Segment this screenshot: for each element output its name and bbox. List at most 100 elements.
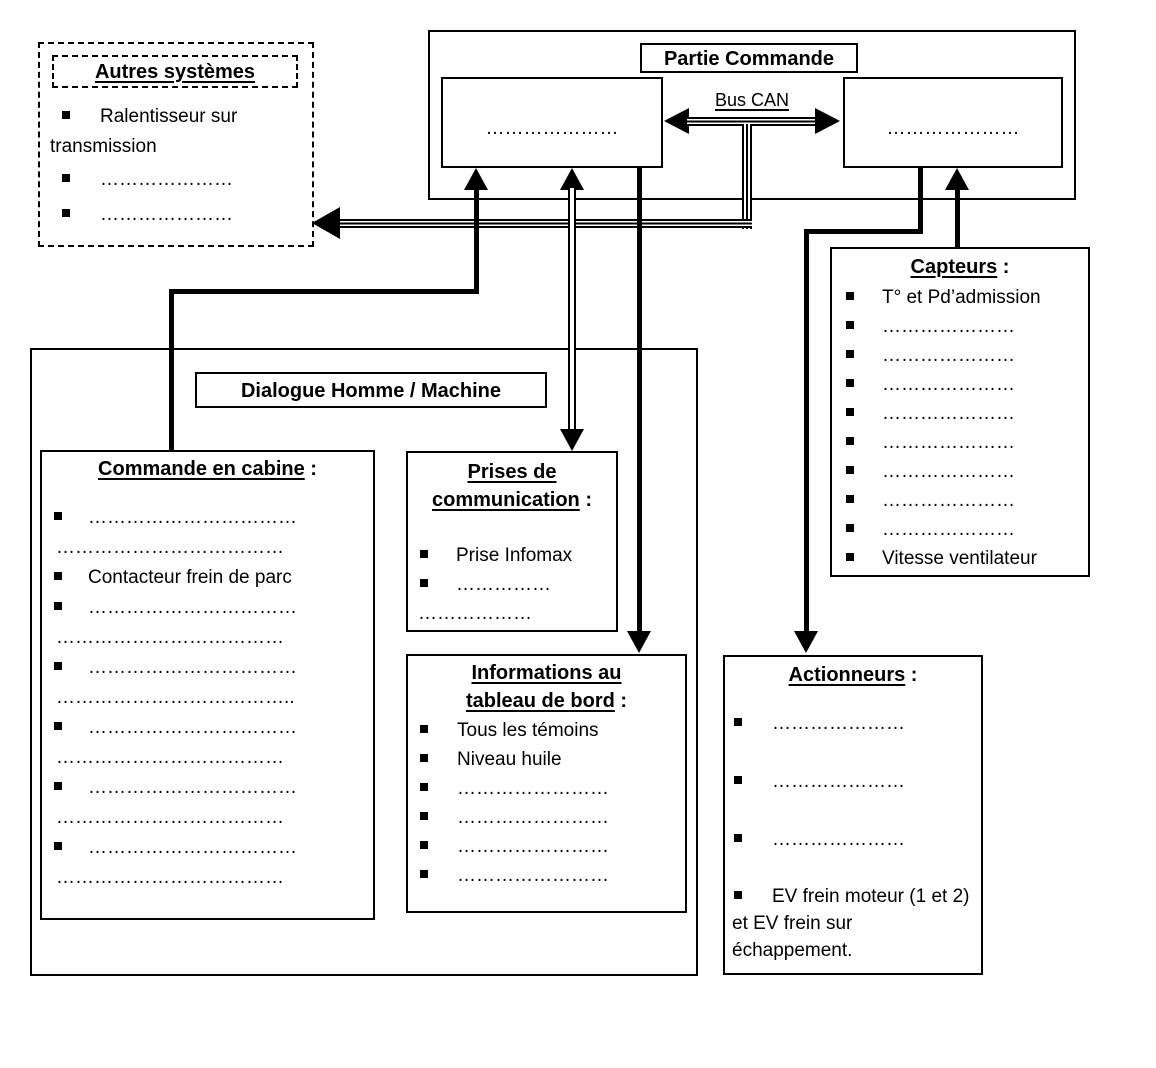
arrow-to-autres-shaft (338, 219, 752, 228)
bullet-square-icon (846, 466, 854, 475)
bullet-square-icon (54, 662, 62, 671)
bullet-square-icon (846, 553, 854, 562)
list-item: T° et Pd’admission (832, 283, 1088, 312)
list-item: ……………………………… (56, 537, 284, 558)
list-item: Contacteur frein de parc (42, 563, 373, 593)
actionneurs-title: Actionneurs : (788, 664, 918, 686)
dialogue-homme-machine-title-box: Dialogue Homme / Machine (195, 372, 547, 408)
list-item: ……………… (418, 603, 532, 624)
arrowhead-down-icon (794, 631, 818, 653)
actionneurs-box: Actionneurs : ………………… ………………… ………………… EV… (723, 655, 983, 975)
bullet-square-icon (54, 572, 62, 581)
partie-commande-title: Partie Commande (663, 48, 835, 70)
list-item: Prise Infomax (408, 541, 616, 570)
bullet-square-icon (54, 512, 62, 521)
bullet-square-icon (734, 718, 742, 727)
list-item: ……………………………… (56, 747, 284, 768)
list-item: ………………… (832, 457, 1088, 486)
arrowhead-up-icon (560, 168, 584, 190)
ecu-right-dots: ………………… (886, 117, 1020, 139)
ecu-left-dots: ………………… (485, 117, 619, 139)
list-item: Vitesse ventilateur (832, 544, 1088, 573)
list-item: …………………………… (42, 593, 373, 623)
list-item: …………………………… (42, 653, 373, 683)
list-item: Tous les témoins (408, 716, 685, 745)
commande-en-cabine-box: Commande en cabine : …………………………… …………………… (40, 450, 375, 920)
list-item-text: Ralentisseur sur transmission (50, 106, 238, 157)
bus-can-tee-vertical (742, 124, 752, 229)
bullet-square-icon (54, 842, 62, 851)
bus-can-shaft (687, 117, 817, 126)
bullet-square-icon (734, 776, 742, 785)
bus-can-label: Bus CAN (714, 90, 790, 110)
list-item: ………………… (725, 767, 981, 797)
list-item: ………………… (832, 370, 1088, 399)
capteurs-box: Capteurs : T° et Pd’admission ………………… ……… (830, 247, 1090, 577)
list-item: ………………… (832, 341, 1088, 370)
arrowhead-up-icon (464, 168, 488, 190)
prises-communication-list: Prise Infomax …………… ……………… (408, 541, 616, 628)
informations-tableau-bord-list: Tous les témoins Niveau huile …………………… …… (408, 716, 685, 890)
bullet-square-icon (420, 841, 428, 850)
partie-commande-title-box: Partie Commande (640, 43, 858, 73)
commande-en-cabine-title: Commande en cabine : (98, 458, 317, 480)
prises-communication-title: Prises de communication : (431, 461, 592, 511)
arrow-to-autres-arrowhead-icon (312, 207, 340, 239)
bullet-square-icon (420, 870, 428, 879)
list-item: …………………………… (42, 773, 373, 803)
bullet-square-icon (846, 408, 854, 417)
autres-systemes-box: Autres systèmes Ralentisseur sur transmi… (38, 42, 314, 247)
informations-tableau-bord-title: Informations au tableau de bord : (465, 662, 628, 712)
bullet-square-icon (846, 495, 854, 504)
list-item: ………………… (832, 399, 1088, 428)
list-item: ……………………………… (56, 627, 284, 648)
arrowhead-down-icon (627, 631, 651, 653)
bullet-square-icon (420, 579, 428, 588)
list-item: Ralentisseur sur transmission (50, 102, 306, 162)
list-item: …………………… (408, 861, 685, 890)
bullet-square-icon (420, 754, 428, 763)
bullet-square-icon (734, 834, 742, 843)
capteurs-list: T° et Pd’admission ………………… ………………… ……………… (832, 283, 1088, 573)
bus-can-arrowhead-right-icon (815, 108, 840, 134)
bullet-square-icon (62, 111, 70, 120)
list-item: Niveau huile (408, 745, 685, 774)
list-item: ……………………………… (56, 807, 284, 828)
prises-communication-box: Prises de communication : Prise Infomax … (406, 451, 618, 632)
bullet-square-icon (420, 725, 428, 734)
list-item: ………………… (50, 162, 306, 197)
actionneurs-list: ………………… ………………… ………………… EV frein moteur … (725, 709, 981, 964)
bullet-square-icon (420, 550, 428, 559)
list-item: …………………… (408, 803, 685, 832)
list-item-text: ………………… (100, 204, 233, 225)
bullet-square-icon (62, 209, 70, 218)
bullet-square-icon (420, 783, 428, 792)
bullet-square-icon (846, 292, 854, 301)
list-item: ………………… (832, 428, 1088, 457)
list-item: …………………… (408, 774, 685, 803)
bullet-square-icon (846, 437, 854, 446)
list-item: …………………… (408, 832, 685, 861)
autres-systemes-list: Ralentisseur sur transmission ………………… ……… (40, 102, 312, 232)
commande-en-cabine-list: …………………………… ……………………………… Contacteur frei… (42, 503, 373, 893)
list-item: ………………… (725, 825, 981, 855)
autres-systemes-title: Autres systèmes (94, 61, 256, 83)
ecu-left-box: ………………… (441, 77, 663, 168)
bullet-square-icon (54, 602, 62, 611)
dialogue-homme-machine-title: Dialogue Homme / Machine (240, 380, 502, 402)
bullet-square-icon (846, 350, 854, 359)
list-item: …………………………… (42, 713, 373, 743)
arrowhead-down-icon (560, 429, 584, 451)
list-item: …………………………… (42, 503, 373, 533)
list-item: ………………… (832, 515, 1088, 544)
bullet-square-icon (54, 722, 62, 731)
bullet-square-icon (62, 174, 70, 183)
arrowhead-up-icon (945, 168, 969, 190)
bullet-square-icon (420, 812, 428, 821)
list-item-text: ………………… (100, 169, 233, 190)
list-item: ………………… (725, 709, 981, 739)
bullet-square-icon (846, 379, 854, 388)
bus-can-arrowhead-left-icon (664, 108, 689, 134)
informations-tableau-bord-box: Informations au tableau de bord : Tous l… (406, 654, 687, 913)
